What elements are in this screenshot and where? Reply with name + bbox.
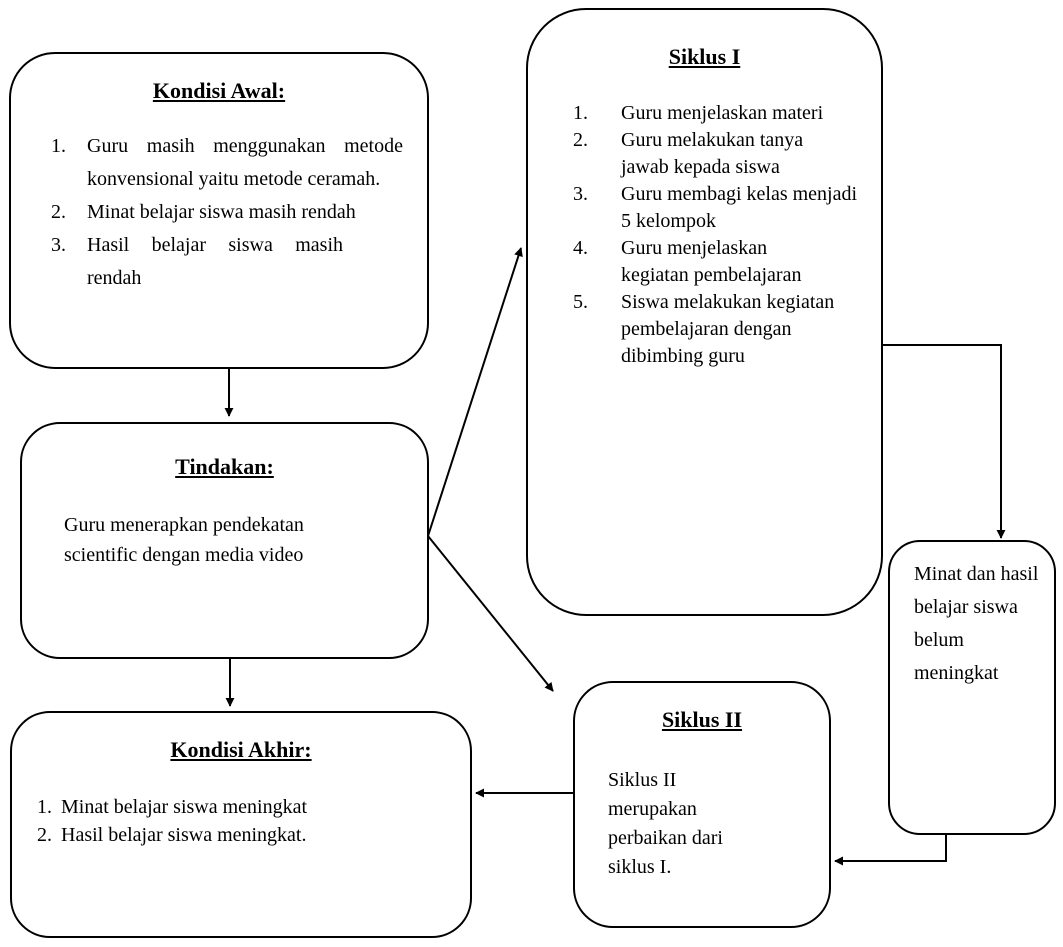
list-item: 5. Siswa melakukan kegiatan pembelajaran… bbox=[573, 291, 835, 367]
evaluasi-box: Minat dan hasil belajar siswa belum meni… bbox=[888, 540, 1056, 835]
kondisi-awal-list: 1. Guru masih menggunakan metode konvens… bbox=[51, 130, 403, 295]
list-item: 3. Guru membagi kelas menjadi 5 kelompok bbox=[573, 183, 858, 232]
siklus-1-title: Siklus I bbox=[668, 44, 741, 69]
tindakan-text: Guru menerapkan pendekatan scientific de… bbox=[64, 514, 304, 566]
tindakan-title: Tindakan: bbox=[175, 454, 274, 479]
siklus-2-title: Siklus II bbox=[661, 707, 743, 732]
evaluasi-text: Minat dan hasil belajar siswa belum meni… bbox=[914, 563, 1039, 684]
list-item: 2. Minat belajar siswa masih rendah bbox=[51, 201, 356, 223]
list-item: 2. Guru melakukan tanya jawab kepada sis… bbox=[573, 129, 804, 178]
siklus-2-box: Siklus II Siklus II merupakan perbaikan … bbox=[573, 681, 831, 928]
list-item: 1. Guru menjelaskan materi bbox=[573, 102, 824, 124]
list-item: 4. Guru menjelaskan kegiatan pembelajara… bbox=[573, 237, 802, 286]
kondisi-akhir-list: 1. Minat belajar siswa meningkat 2. Hasi… bbox=[37, 793, 457, 849]
siklus-1-box: Siklus I 1. Guru menjelaskan materi 2. G… bbox=[526, 8, 883, 616]
kondisi-awal-title: Kondisi Awal: bbox=[152, 78, 286, 103]
list-item: 2. Hasil belajar siswa meningkat. bbox=[37, 824, 307, 846]
siklus-2-text: Siklus II merupakan perbaikan dari siklu… bbox=[608, 769, 723, 878]
arrow-evaluasi-to-siklus2 bbox=[834, 834, 947, 866]
list-item: 1. Guru masih menggunakan metode konvens… bbox=[51, 135, 403, 190]
list-item: 3. Hasil belajar siswa masih rendah bbox=[51, 234, 343, 289]
arrow-tindakan-to-siklus2 bbox=[427, 535, 554, 692]
arrow-tindakan-to-siklus1 bbox=[427, 247, 523, 537]
tindakan-box: Tindakan: Guru menerapkan pendekatan sci… bbox=[20, 422, 429, 659]
kondisi-akhir-box: Kondisi Akhir: 1. Minat belajar siswa me… bbox=[10, 711, 472, 938]
siklus-1-list: 1. Guru menjelaskan materi 2. Guru melak… bbox=[573, 100, 863, 370]
kondisi-akhir-title: Kondisi Akhir: bbox=[170, 737, 312, 762]
kondisi-awal-box: Kondisi Awal: 1. Guru masih menggunakan … bbox=[9, 52, 429, 369]
arrow-siklus1-to-evaluasi bbox=[882, 344, 1006, 539]
list-item: 1. Minat belajar siswa meningkat bbox=[37, 796, 308, 818]
